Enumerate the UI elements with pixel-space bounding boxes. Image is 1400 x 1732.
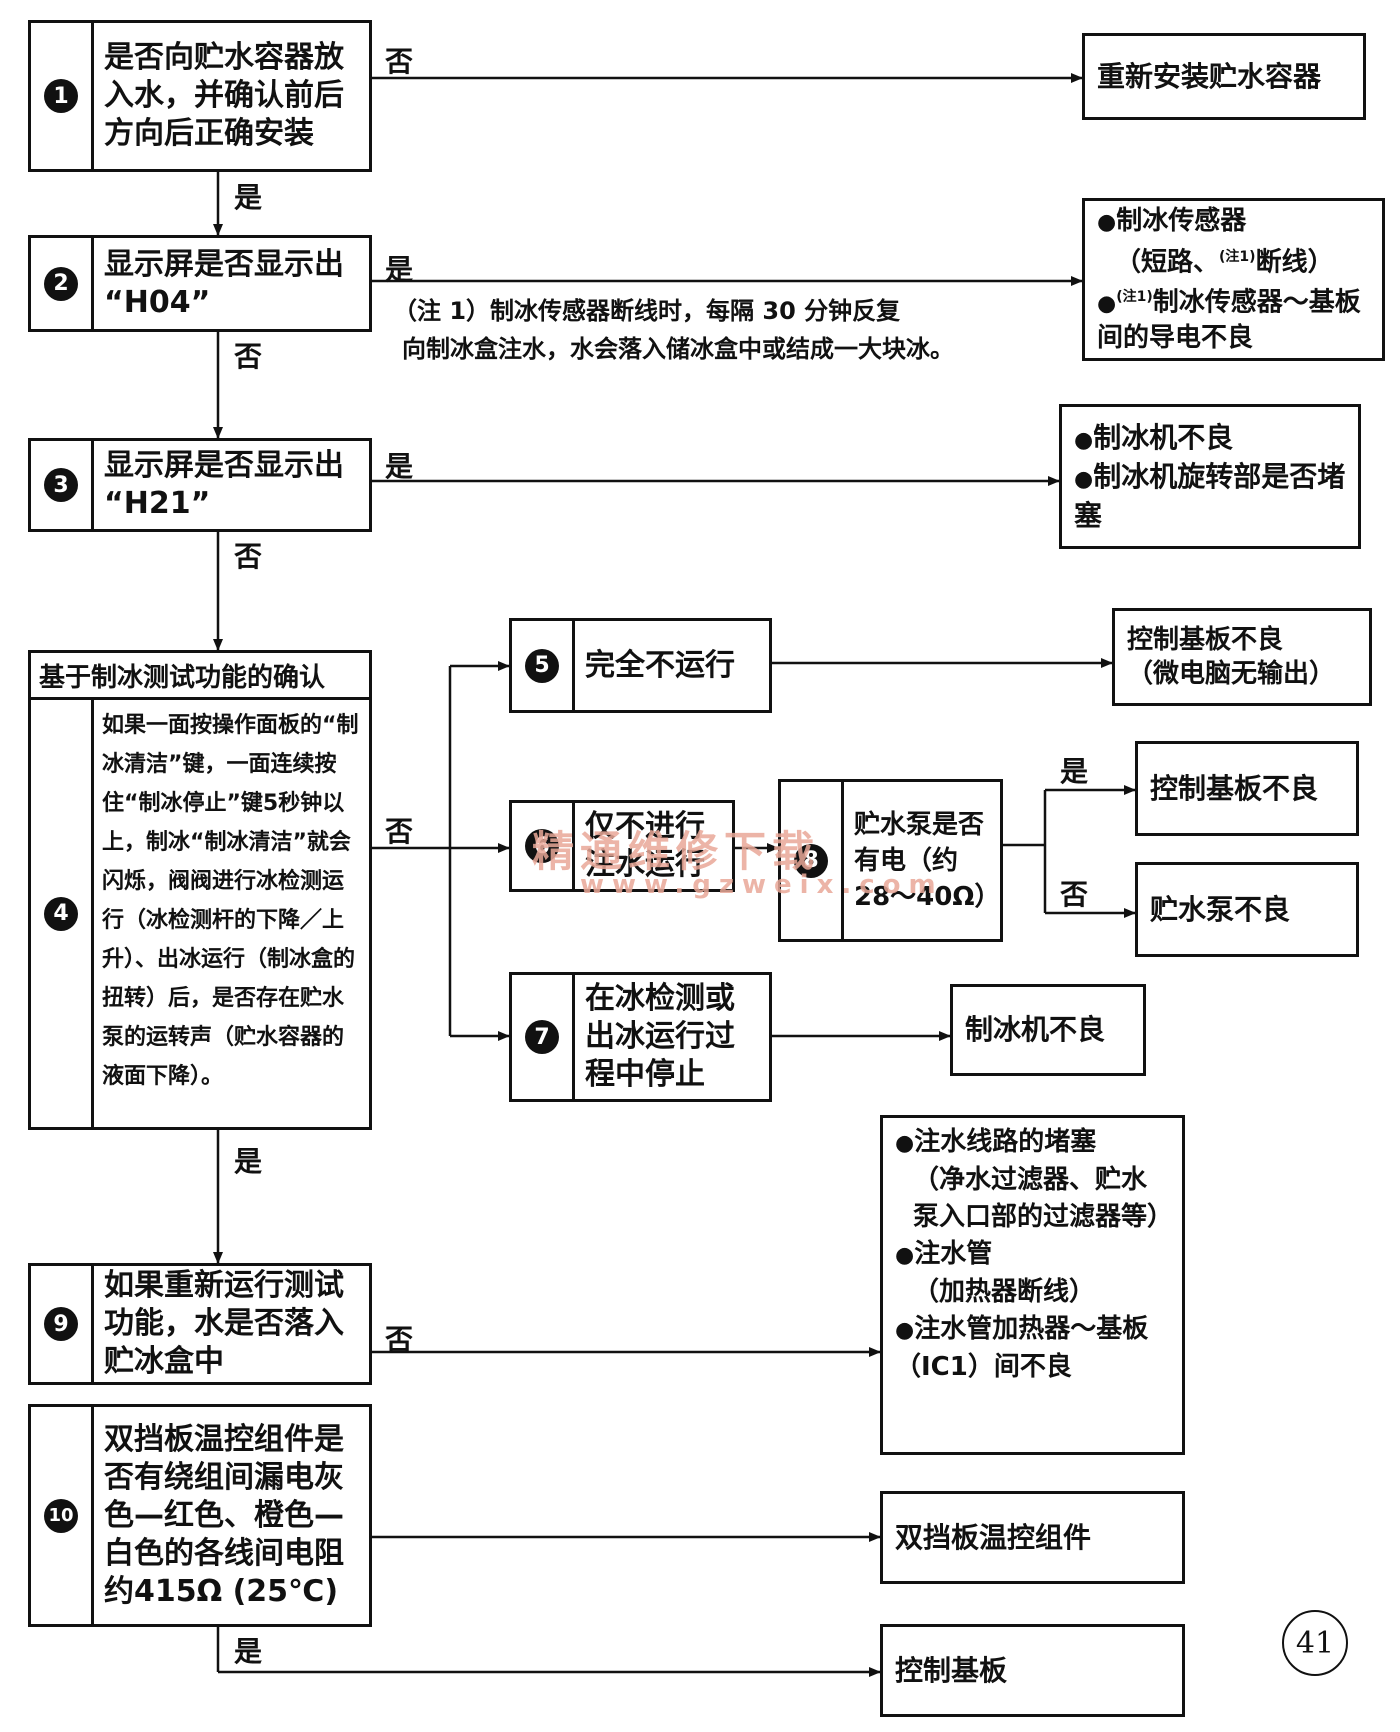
- label-no-step4: 否: [385, 815, 414, 848]
- outcome-9-line-5: 注水管加热器～基板（IC1）间不良: [895, 1314, 1149, 1382]
- note-line-2: 向制冰盒注水，水会落入储冰盒中或结成一大块冰。: [402, 335, 954, 363]
- bullet-icon: ●: [1097, 209, 1117, 235]
- outcome-9-line-2: （净水过滤器、贮水泵入口部的过滤器等）: [913, 1165, 1174, 1232]
- label-no-step1: 否: [385, 45, 414, 78]
- bullet-icon: ●: [895, 1318, 915, 1343]
- outcome-8-yes-box: 控制基板不良: [1135, 741, 1359, 836]
- label-no-step2: 否: [234, 340, 263, 373]
- label-yes-step2: 是: [385, 253, 414, 286]
- step-10-number: 10: [44, 1498, 78, 1533]
- outcome-9-line-1: 注水线路的堵塞: [914, 1127, 1097, 1157]
- step-7-number: 7: [525, 1020, 559, 1054]
- step-1-box: 1 是否向贮水容器放入水，并确认前后方向后正确安装: [28, 20, 372, 172]
- label-no-step8: 否: [1060, 878, 1089, 911]
- step-9-box: 9 如果重新运行测试功能，水是否落入贮冰盒中: [28, 1263, 372, 1385]
- outcome-5-line-1: 控制基板不良: [1127, 625, 1284, 655]
- step-8-number: 8: [794, 843, 828, 878]
- step-6-text: 仅不进行注水运行: [585, 809, 705, 882]
- page-number-text: 41: [1295, 1625, 1335, 1661]
- step-7-text: 在冰检测或出冰运行过程中停止: [585, 981, 735, 1092]
- outcome-2-line-2-post: 断线）: [1255, 247, 1334, 278]
- step-4-box: 基于制冰测试功能的确认 4 如果一面按操作面板的“制冰清洁”键，一面连续按住“制…: [28, 650, 372, 1130]
- outcome-10-yes-text: 双挡板温控组件: [895, 1520, 1092, 1554]
- bullet-icon: ●: [1074, 466, 1094, 492]
- step-5-text: 完全不运行: [585, 647, 735, 683]
- step-1-number: 1: [44, 79, 78, 113]
- outcome-2-line-1: 制冰传感器: [1116, 205, 1247, 236]
- step-4-header: 基于制冰测试功能的确认: [31, 653, 369, 700]
- step-4-text: 如果一面按操作面板的“制冰清洁”键，一面连续按住“制冰停止”键5秒钟以上，制冰“…: [102, 713, 359, 1089]
- bullet-icon: ●: [1074, 427, 1094, 453]
- label-yes-step4: 是: [234, 1145, 263, 1178]
- step-6-box: 6 仅不进行注水运行: [509, 800, 735, 892]
- outcome-9-line-3: 注水管: [914, 1239, 993, 1269]
- step-3-text: 显示屏是否显示出 “H21”: [104, 448, 344, 521]
- step-3-number: 3: [44, 468, 78, 502]
- outcome-2-line-3-note: (注1): [1116, 288, 1153, 305]
- step-8-box: 8 贮水泵是否有电（约28～40Ω）: [778, 779, 1003, 942]
- bullet-icon: ●: [895, 1131, 915, 1156]
- outcome-2-box: ●制冰传感器 （短路、(注1)断线） ●(注1)制冰传感器～基板间的导电不良: [1082, 198, 1385, 361]
- outcome-8-no-box: 贮水泵不良: [1135, 862, 1359, 957]
- step-6-number: 6: [525, 829, 559, 863]
- outcome-5-line-2: （微电脑无输出）: [1127, 659, 1336, 689]
- step-5-number: 5: [525, 648, 559, 683]
- step-2-number: 2: [44, 266, 78, 301]
- step-10-text: 双挡板温控组件是否有绕组间漏电灰色—红色、橙色—白色的各线间电阻约415Ω (2…: [104, 1421, 344, 1609]
- step-10-box: 10 双挡板温控组件是否有绕组间漏电灰色—红色、橙色—白色的各线间电阻约415Ω…: [28, 1404, 372, 1627]
- step-4-number: 4: [44, 896, 78, 931]
- outcome-9-line-4: （加热器断线）: [913, 1277, 1096, 1307]
- outcome-8-no-text: 贮水泵不良: [1150, 892, 1291, 926]
- outcome-3-line-2: 制冰机旋转部是否堵塞: [1074, 459, 1346, 532]
- outcome-2-line-2-pre: （短路、: [1115, 247, 1220, 278]
- outcome-5-box: 控制基板不良 （微电脑无输出）: [1112, 608, 1372, 706]
- outcome-10-yes-box: 双挡板温控组件: [880, 1491, 1185, 1584]
- step-9-text: 如果重新运行测试功能，水是否落入贮冰盒中: [104, 1268, 344, 1379]
- label-yes-step8: 是: [1060, 755, 1089, 788]
- outcome-7-box: 制冰机不良: [950, 984, 1146, 1076]
- outcome-3-line-1: 制冰机不良: [1093, 420, 1234, 454]
- label-no-step3: 否: [234, 540, 263, 573]
- outcome-3-box: ●制冰机不良 ●制冰机旋转部是否堵塞: [1059, 404, 1361, 549]
- step-3-box: 3 显示屏是否显示出 “H21”: [28, 438, 372, 532]
- page-number: 41: [1282, 1610, 1348, 1676]
- outcome-10-no-text: 控制基板: [895, 1653, 1008, 1687]
- outcome-2-line-3: 制冰传感器～基板间的导电不良: [1097, 287, 1361, 354]
- label-yes-step1: 是: [234, 181, 263, 214]
- label-yes-step3: 是: [385, 450, 414, 483]
- bullet-icon: ●: [1097, 291, 1117, 317]
- step-5-box: 5 完全不运行: [509, 618, 772, 713]
- outcome-2-line-2-note: (注1): [1219, 248, 1256, 265]
- step-9-number: 9: [44, 1307, 78, 1341]
- step-2-box: 2 显示屏是否显示出 “H04”: [28, 235, 372, 332]
- outcome-1-text: 重新安装贮水容器: [1097, 59, 1322, 93]
- step-1-text: 是否向贮水容器放入水，并确认前后方向后正确安装: [104, 40, 344, 151]
- outcome-7-text: 制冰机不良: [965, 1013, 1106, 1046]
- outcome-9-box: ●注水线路的堵塞 （净水过滤器、贮水泵入口部的过滤器等） ●注水管 （加热器断线…: [880, 1115, 1185, 1455]
- step-2-text: 显示屏是否显示出 “H04”: [104, 246, 344, 320]
- bullet-icon: ●: [895, 1243, 915, 1268]
- step-8-text: 贮水泵是否有电（约28～40Ω）: [854, 809, 1001, 912]
- outcome-10-no-box: 控制基板: [880, 1624, 1185, 1717]
- label-yes-step10: 是: [234, 1635, 263, 1668]
- outcome-8-yes-text: 控制基板不良: [1150, 771, 1319, 805]
- outcome-1-box: 重新安装贮水容器: [1082, 33, 1366, 120]
- note-line-1: （注 1）制冰传感器断线时，每隔 30 分钟反复: [393, 297, 901, 325]
- label-no-step9: 否: [385, 1323, 414, 1356]
- step-7-box: 7 在冰检测或出冰运行过程中停止: [509, 972, 772, 1102]
